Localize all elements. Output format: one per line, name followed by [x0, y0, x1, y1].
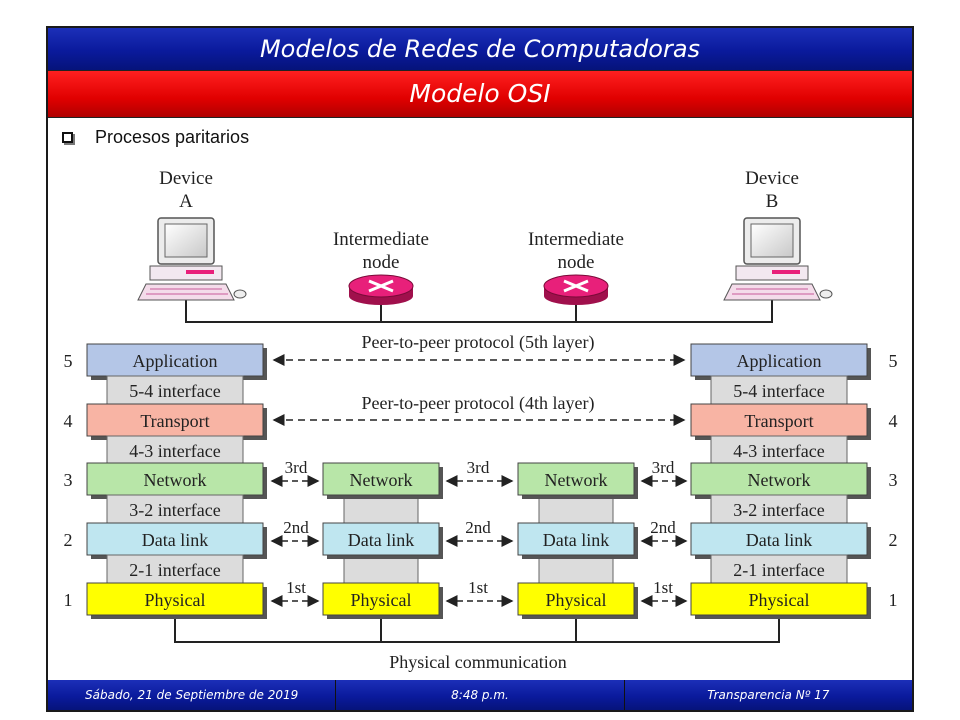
layer-network-n2: [517, 462, 635, 496]
device-b-label-line1: Device: [745, 168, 799, 189]
layer-transport-b-label: Transport: [744, 411, 813, 431]
hop-2nd-label-2: 2nd: [465, 518, 491, 537]
layer-application-a: [86, 343, 264, 377]
device-b-label-line2: B: [766, 191, 779, 212]
layer-physical-n1: [322, 582, 440, 616]
layer-number-right-3: 3: [889, 470, 898, 490]
hop-3rd-label-2: 3rd: [467, 458, 490, 477]
device-a-label-line1: Device: [159, 168, 213, 189]
layer-physical-n2: [517, 582, 635, 616]
layer-datalink-n2-label: Data link: [543, 530, 609, 550]
hop-1st-label-2: 1st: [468, 578, 488, 597]
footer-time: 8:48 p.m.: [336, 680, 625, 710]
layer-datalink-b-label: Data link: [746, 530, 812, 550]
hop-3rd-label-1: 3rd: [285, 458, 308, 477]
layer-network-n1: [322, 462, 440, 496]
interface-43-b: [710, 435, 848, 465]
interface-32-b: [710, 494, 848, 524]
layer-physical-a-label: Physical: [145, 590, 206, 610]
layer-number-right-4: 4: [889, 411, 898, 431]
interface-32-a: [106, 494, 244, 524]
interface-21-a-label: 2-1 interface: [129, 560, 220, 580]
interface-21-b-label: 2-1 interface: [733, 560, 824, 580]
interface-54-a: [106, 375, 244, 405]
layer-datalink-a-label: Data link: [142, 530, 208, 550]
intermediate-1-label-line2: node: [363, 252, 400, 273]
stack-device-a: Application 5-4 interface Transport 4-3 …: [86, 343, 267, 619]
router-1-icon: [348, 274, 414, 305]
layer-datalink-a: [86, 522, 264, 556]
bullet-item: Procesos paritarios: [62, 126, 249, 148]
layer-physical-n1-label: Physical: [351, 590, 412, 610]
layer-datalink-n1: [322, 522, 440, 556]
top-network-bus: [185, 300, 773, 323]
interface-32-a-label: 3-2 interface: [129, 500, 220, 520]
layer-transport-b: [690, 403, 868, 437]
layer-physical-a: [86, 582, 264, 616]
layer-datalink-n1-label: Data link: [348, 530, 414, 550]
layer-number-right-1: 1: [889, 590, 898, 610]
intermediate-1-label-line1: Intermediate: [333, 229, 429, 250]
interface-54-b-label: 5-4 interface: [733, 381, 824, 401]
hop-2nd-label-3: 2nd: [650, 518, 676, 537]
layer-physical-n2-label: Physical: [546, 590, 607, 610]
hop-2nd-label-1: 2nd: [283, 518, 309, 537]
peer-protocol-5-label: Peer-to-peer protocol (5th layer): [361, 332, 594, 353]
physical-communication-bus: [174, 619, 780, 643]
interface-43-a-label: 4-3 interface: [129, 441, 220, 461]
stack-device-b: Application 5-4 interface Transport 4-3 …: [690, 343, 871, 619]
layer-application-a-label: Application: [133, 351, 218, 371]
layer-number-left-1: 1: [64, 590, 73, 610]
layer-application-b-label: Application: [737, 351, 822, 371]
peer-protocol-4-label: Peer-to-peer protocol (4th layer): [361, 393, 594, 414]
layer-number-right-2: 2: [889, 530, 898, 550]
footer-slide-number: Transparencia Nº 17: [707, 688, 830, 702]
layer-number-left-2: 2: [64, 530, 73, 550]
interface-43-a: [106, 435, 244, 465]
layer-network-a-label: Network: [144, 470, 207, 490]
router-2-icon: [543, 274, 609, 305]
slide-footer: Sábado, 21 de Septiembre de 2019 8:48 p.…: [48, 680, 912, 710]
slide-title: Modelos de Redes de Computadoras: [48, 28, 912, 71]
bullet-text: Procesos paritarios: [95, 126, 250, 147]
interface-54-a-label: 5-4 interface: [129, 381, 220, 401]
physical-communication-label: Physical communication: [389, 652, 566, 672]
intermediate-2-label-line2: node: [558, 252, 595, 273]
footer-date: Sábado, 21 de Septiembre de 2019: [48, 680, 337, 710]
checkbox-bullet-icon: [62, 131, 73, 143]
layer-network-n1-label: Network: [350, 470, 413, 490]
interface-43-b-label: 4-3 interface: [733, 441, 824, 461]
layer-physical-b: [690, 582, 868, 616]
layer-physical-b-label: Physical: [749, 590, 810, 610]
layer-network-a: [86, 462, 264, 496]
intermediate-2-label-line1: Intermediate: [528, 229, 624, 250]
layer-number-left-3: 3: [64, 470, 73, 490]
device-a-label-line2: A: [179, 191, 193, 212]
layer-transport-a-label: Transport: [140, 411, 209, 431]
computer-a-icon: [137, 217, 247, 301]
layer-network-n2-label: Network: [545, 470, 608, 490]
layer-network-b-label: Network: [748, 470, 811, 490]
hop-1st-label-1: 1st: [286, 578, 306, 597]
layer-datalink-b: [690, 522, 868, 556]
computer-b-icon: [723, 217, 833, 301]
slide-subtitle: Modelo OSI: [48, 71, 912, 118]
layer-number-left-4: 4: [64, 411, 73, 431]
stack-intermediate-2: Network Data link Physical: [517, 462, 638, 619]
layer-network-b: [690, 462, 868, 496]
layer-number-left-5: 5: [64, 351, 73, 371]
hop-3rd-label-3: 3rd: [652, 458, 675, 477]
hop-1st-label-3: 1st: [653, 578, 673, 597]
layer-datalink-n2: [517, 522, 635, 556]
interface-32-b-label: 3-2 interface: [733, 500, 824, 520]
stack-intermediate-1: Network Data link Physical: [322, 462, 443, 619]
layer-number-right-5: 5: [889, 351, 898, 371]
